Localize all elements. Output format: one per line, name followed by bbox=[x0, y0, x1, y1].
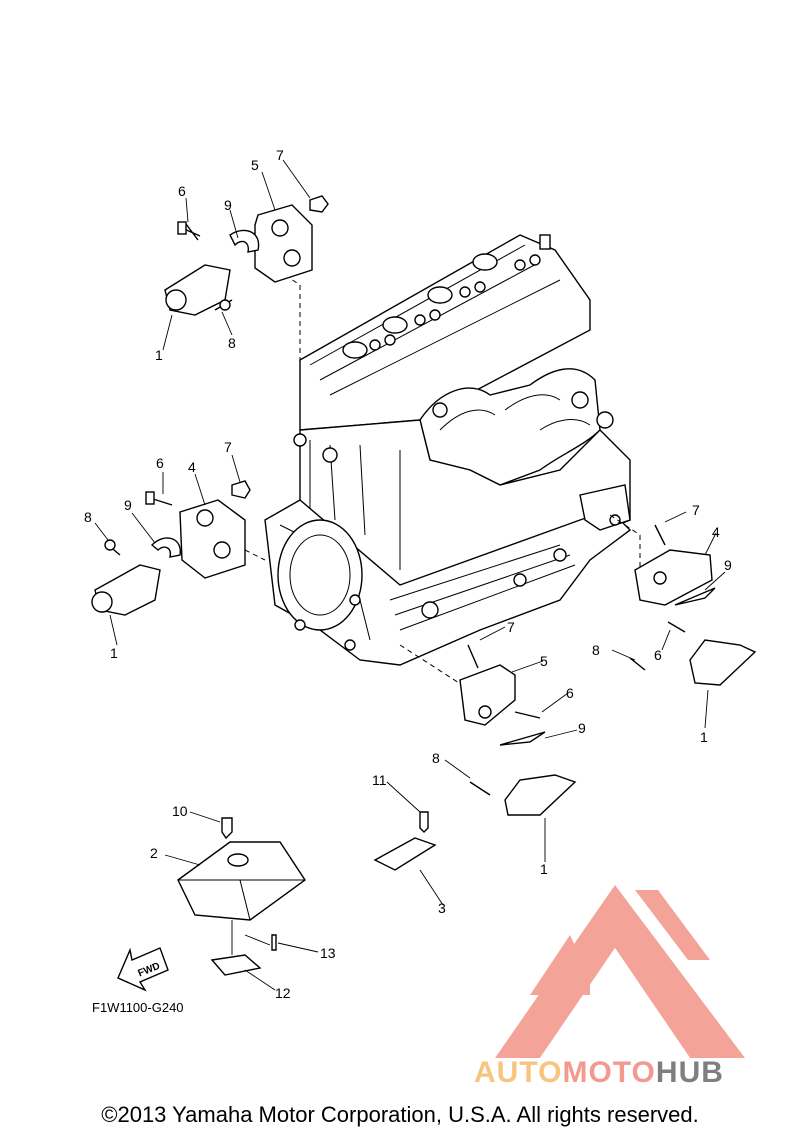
logo-triangle-mark bbox=[495, 885, 745, 1058]
mount-bracket-5-upper bbox=[254, 204, 313, 283]
wordmark-hub: HUB bbox=[655, 1056, 724, 1089]
bolt-6-right bbox=[667, 621, 686, 633]
engine-block bbox=[244, 234, 641, 691]
spark-plug-holes bbox=[342, 234, 551, 359]
front-upper-mount-group bbox=[164, 195, 329, 316]
automotohub-wordmark: AUTOMOTOHUB bbox=[474, 1056, 724, 1090]
automotohub-logo bbox=[495, 885, 745, 1058]
rear-right-mount-group bbox=[629, 524, 757, 686]
bolt-7-right bbox=[654, 524, 666, 546]
callout-13: 13 bbox=[320, 945, 336, 961]
nut-7-left bbox=[231, 480, 251, 499]
callout-9: 9 bbox=[124, 497, 132, 513]
callout-1: 1 bbox=[155, 347, 163, 363]
callout-12: 12 bbox=[275, 985, 291, 1001]
spacer-9-left bbox=[150, 537, 181, 558]
callout-1: 1 bbox=[540, 861, 548, 877]
mount-bracket-5-center bbox=[459, 664, 516, 726]
callout-3: 3 bbox=[438, 900, 446, 916]
callout-8: 8 bbox=[228, 335, 236, 351]
callout-5: 5 bbox=[540, 653, 548, 669]
forward-arrow: FWD bbox=[117, 947, 169, 992]
spacer-9-upper bbox=[229, 229, 260, 253]
plate-12 bbox=[210, 954, 262, 976]
callout-10: 10 bbox=[172, 803, 188, 819]
callout-6: 6 bbox=[566, 685, 574, 701]
plate-3 bbox=[373, 837, 437, 871]
callout-7: 7 bbox=[224, 439, 232, 455]
mount-bracket-4-right bbox=[634, 549, 713, 606]
bolt-8-right bbox=[629, 657, 646, 671]
callout-6: 6 bbox=[654, 647, 662, 663]
callout-8: 8 bbox=[592, 642, 600, 658]
diagram-code: F1W1100-G240 bbox=[92, 1000, 184, 1015]
callout-9: 9 bbox=[724, 557, 732, 573]
callout-8: 8 bbox=[84, 509, 92, 525]
copyright-notice: ©2013 Yamaha Motor Corporation, U.S.A. A… bbox=[101, 1102, 699, 1127]
callout-4: 4 bbox=[188, 459, 196, 475]
screw-10 bbox=[221, 817, 233, 840]
wordmark-moto: MOTO bbox=[562, 1056, 656, 1089]
front-lower-mount-group bbox=[91, 480, 251, 616]
damper-1-center bbox=[504, 774, 577, 816]
callout-7: 7 bbox=[507, 619, 515, 635]
bolt-6-center bbox=[514, 711, 541, 719]
wordmark-auto: AUTO bbox=[474, 1056, 563, 1089]
callout-7: 7 bbox=[692, 502, 700, 518]
callout-numbers: 1 8 6 9 5 7 8 9 6 4 7 1 7 4 9 6 8 1 7 5 … bbox=[84, 147, 732, 1001]
rear-center-mount-group bbox=[459, 644, 577, 816]
callout-9: 9 bbox=[578, 720, 586, 736]
callout-6: 6 bbox=[178, 183, 186, 199]
bolt-8-center bbox=[469, 781, 491, 796]
callout-7: 7 bbox=[276, 147, 284, 163]
lower-parts-group bbox=[177, 811, 437, 976]
callout-11: 11 bbox=[372, 772, 387, 788]
nut-7-upper bbox=[309, 195, 329, 213]
callout-4: 4 bbox=[712, 524, 720, 540]
callout-1: 1 bbox=[700, 729, 708, 745]
damper-1-right bbox=[689, 639, 757, 686]
bolt-7-center bbox=[467, 644, 479, 669]
mount-bracket-4-left bbox=[179, 499, 246, 579]
leader-lines bbox=[94, 159, 726, 991]
spacer-9-right bbox=[674, 587, 716, 606]
callout-6: 6 bbox=[156, 455, 164, 471]
callout-9: 9 bbox=[224, 197, 232, 213]
callout-8: 8 bbox=[432, 750, 440, 766]
spacer-9-center bbox=[499, 731, 546, 746]
callout-1: 1 bbox=[110, 645, 118, 661]
screw-11 bbox=[419, 811, 429, 833]
callout-5: 5 bbox=[251, 157, 259, 173]
rivet-13 bbox=[271, 934, 277, 951]
callout-2: 2 bbox=[150, 845, 158, 861]
